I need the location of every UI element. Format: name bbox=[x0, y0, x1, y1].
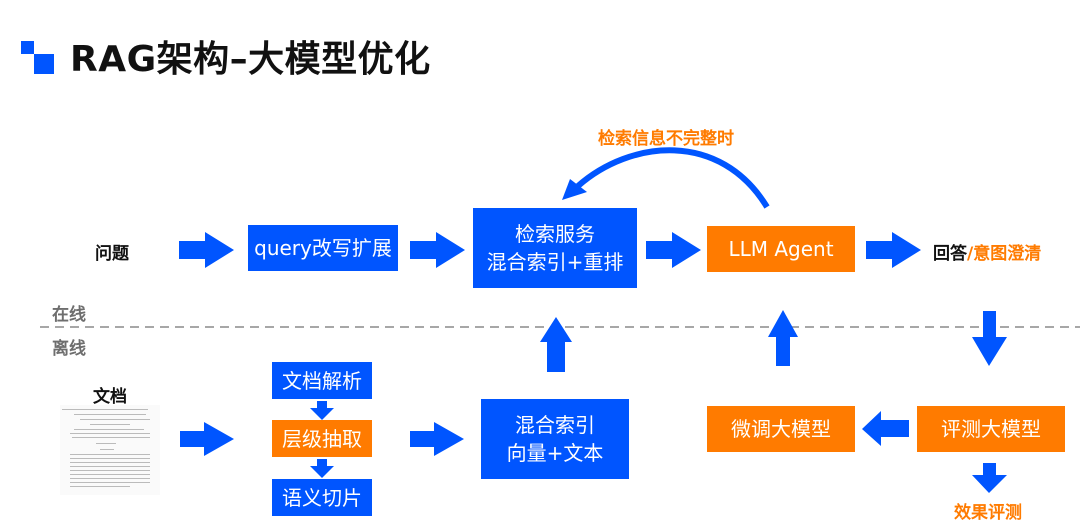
arrow-right-icon bbox=[410, 232, 465, 268]
hybrid-index-line1: 混合索引 bbox=[515, 413, 595, 437]
hybrid-index-line2: 向量+文本 bbox=[506, 441, 604, 465]
arrow-down-icon bbox=[972, 463, 1007, 493]
logo-square-small bbox=[21, 41, 34, 54]
arrow-down-icon bbox=[972, 311, 1007, 366]
answer-label: 回答/意图澄清 bbox=[933, 239, 1041, 264]
arrow-right-icon bbox=[410, 422, 464, 456]
arrow-right-icon bbox=[179, 232, 234, 268]
query-rewrite-box: query改写扩展 bbox=[248, 225, 398, 271]
llm-agent-box: LLM Agent bbox=[707, 226, 855, 272]
feedback-curve-arrow bbox=[576, 147, 770, 209]
semantic-chunk-box: 语义切片 bbox=[272, 479, 372, 516]
arrow-left-icon bbox=[862, 411, 909, 446]
offline-section-label: 离线 bbox=[52, 339, 86, 359]
finetune-llm-text: 微调大模型 bbox=[731, 417, 831, 441]
page-title: RAG架构–大模型优化 bbox=[70, 39, 431, 80]
doc-parse-text: 文档解析 bbox=[282, 368, 362, 393]
logo-square-large bbox=[34, 54, 54, 74]
finetune-llm-box: 微调大模型 bbox=[707, 406, 855, 452]
arrow-down-icon bbox=[310, 459, 334, 478]
document-thumbnail bbox=[60, 405, 160, 495]
arrow-right-icon bbox=[180, 422, 234, 456]
hier-extract-text: 层级抽取 bbox=[282, 426, 362, 451]
hybrid-index-box: 混合索引 向量+文本 bbox=[481, 399, 629, 479]
question-label: 问题 bbox=[95, 244, 129, 264]
semantic-chunk-text: 语义切片 bbox=[282, 485, 362, 510]
arrow-right-icon bbox=[646, 232, 701, 268]
retrieval-service-line2: 混合索引+重排 bbox=[486, 250, 624, 274]
query-rewrite-text: query改写扩展 bbox=[254, 236, 392, 260]
eval-result-label: 效果评测 bbox=[954, 503, 1022, 523]
hier-extract-box: 层级抽取 bbox=[272, 420, 372, 457]
intent-clarify-text: /意图澄清 bbox=[967, 244, 1042, 264]
evaluate-llm-box: 评测大模型 bbox=[917, 406, 1065, 452]
answer-text: 回答 bbox=[933, 244, 967, 264]
retrieval-service-line1: 检索服务 bbox=[515, 222, 595, 246]
arrow-up-icon bbox=[768, 310, 798, 366]
feedback-label: 检索信息不完整时 bbox=[598, 129, 734, 149]
retrieval-service-box: 检索服务 混合索引+重排 bbox=[473, 208, 637, 288]
evaluate-llm-text: 评测大模型 bbox=[941, 417, 1041, 441]
arrow-down-icon bbox=[310, 401, 334, 420]
llm-agent-text: LLM Agent bbox=[728, 237, 834, 261]
arrow-right-icon bbox=[866, 232, 921, 268]
feedback-arrowhead-icon bbox=[562, 179, 587, 200]
arrow-up-icon bbox=[540, 317, 572, 372]
online-section-label: 在线 bbox=[52, 305, 86, 325]
doc-parse-box: 文档解析 bbox=[272, 362, 372, 399]
document-label: 文档 bbox=[93, 387, 127, 407]
